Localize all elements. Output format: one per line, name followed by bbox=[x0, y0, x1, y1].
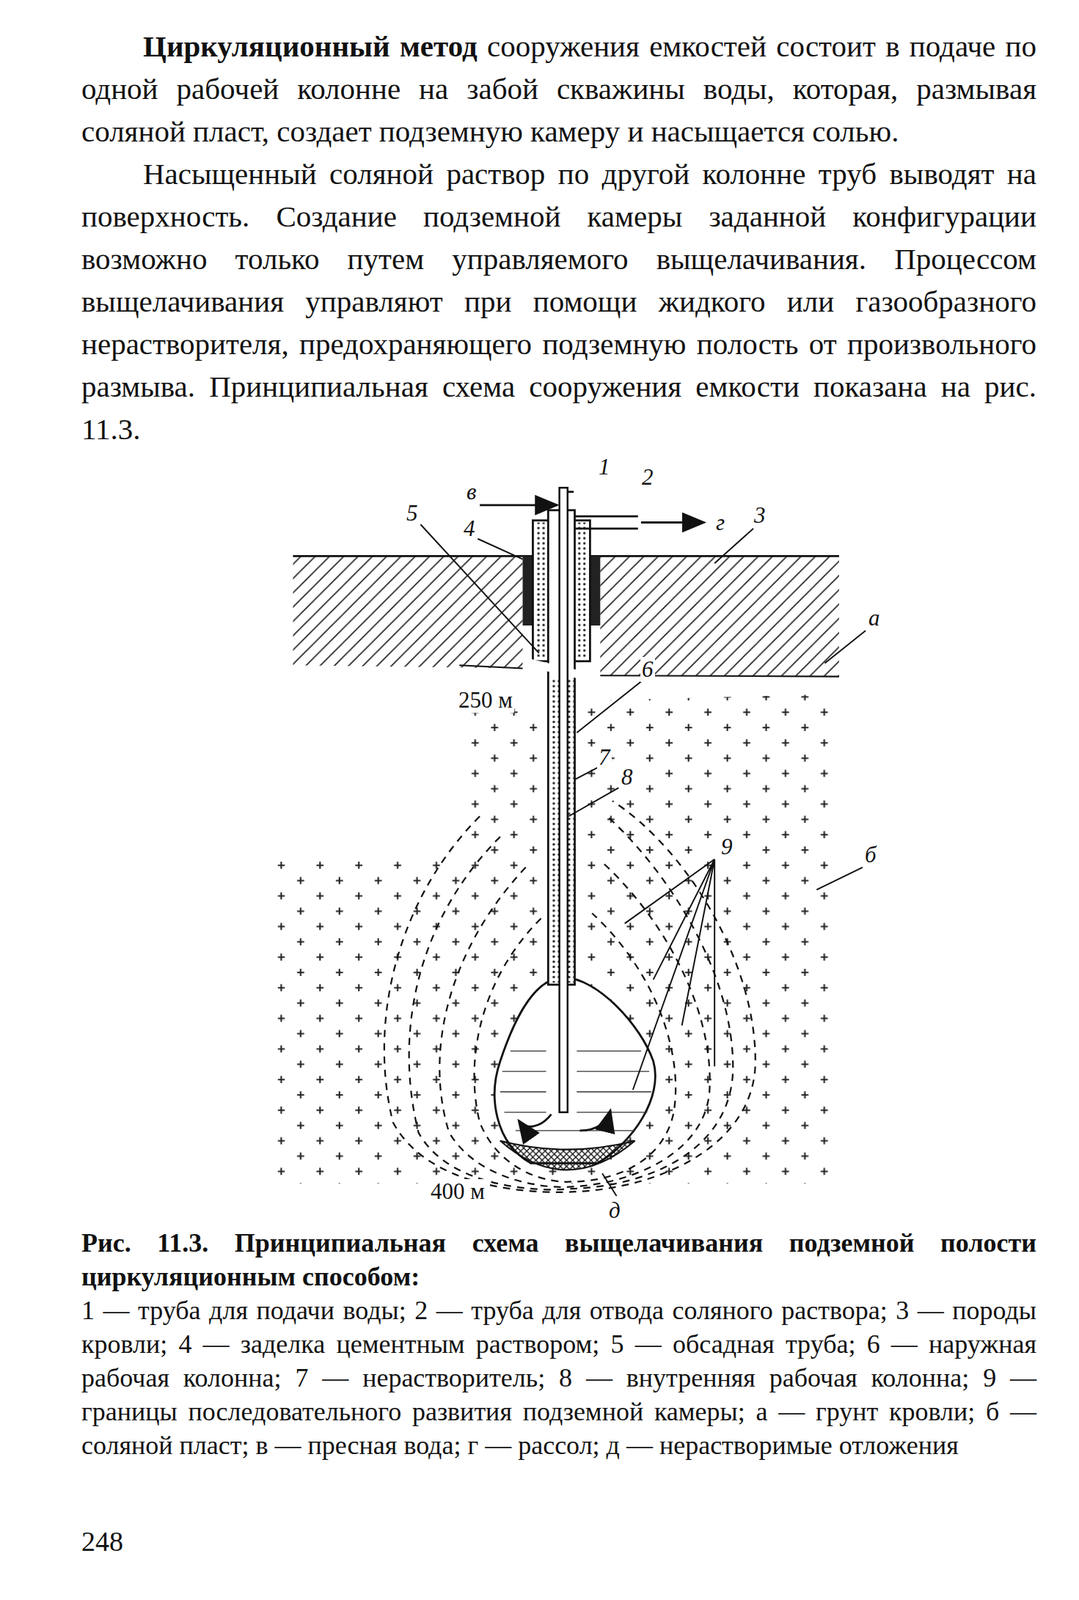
paragraph: Насыщенный соляной раствор по другой кол… bbox=[81, 152, 1037, 451]
paragraph-text: Насыщенный соляной раствор по другой кол… bbox=[81, 156, 1037, 446]
callout-label: а bbox=[867, 605, 882, 631]
callout-label: 3 bbox=[752, 503, 768, 529]
caption-title: Рис. 11.3. Принципиальная схема выщелачи… bbox=[81, 1226, 1037, 1294]
figure-caption: Рис. 11.3. Принципиальная схема выщелачи… bbox=[81, 1226, 1037, 1463]
caption-text: Рис. 11.3. Принципиальная схема выщелачи… bbox=[81, 1228, 1037, 1292]
callout-label: 1 bbox=[597, 454, 612, 480]
callout-label: 4 bbox=[462, 516, 477, 542]
callout-label: в bbox=[465, 479, 478, 505]
paragraph: Циркуляционный метод сооружения емкостей… bbox=[81, 24, 1037, 153]
callout-label: 7 bbox=[597, 745, 612, 771]
body-text: Циркуляционный метод сооружения емкостей… bbox=[81, 24, 1037, 451]
callout-label: 6 bbox=[640, 657, 656, 683]
well-columns bbox=[479, 487, 705, 1113]
caption-legend: 1 — труба для подачи воды; 2 — труба для… bbox=[81, 1293, 1037, 1463]
callout-label: 9 bbox=[719, 834, 735, 860]
callout-label: 400 м bbox=[429, 1179, 487, 1205]
callout-label: 2 bbox=[640, 465, 656, 490]
callout-label: д bbox=[607, 1198, 623, 1224]
leader-lines bbox=[420, 524, 866, 1197]
page-number: 248 bbox=[81, 1525, 124, 1558]
callout-label: 5 bbox=[404, 500, 420, 526]
callout-label: 8 bbox=[619, 765, 635, 790]
underground-chamber bbox=[494, 977, 656, 1170]
callout-label: г bbox=[714, 510, 727, 536]
bold-term: Циркуляционный метод bbox=[143, 29, 478, 64]
page-number-text: 248 bbox=[81, 1526, 124, 1558]
callout-label: б bbox=[863, 842, 879, 868]
callout-label: 250 м bbox=[456, 688, 515, 713]
legend-text: 1 — труба для подачи воды; 2 — труба для… bbox=[81, 1296, 1037, 1461]
